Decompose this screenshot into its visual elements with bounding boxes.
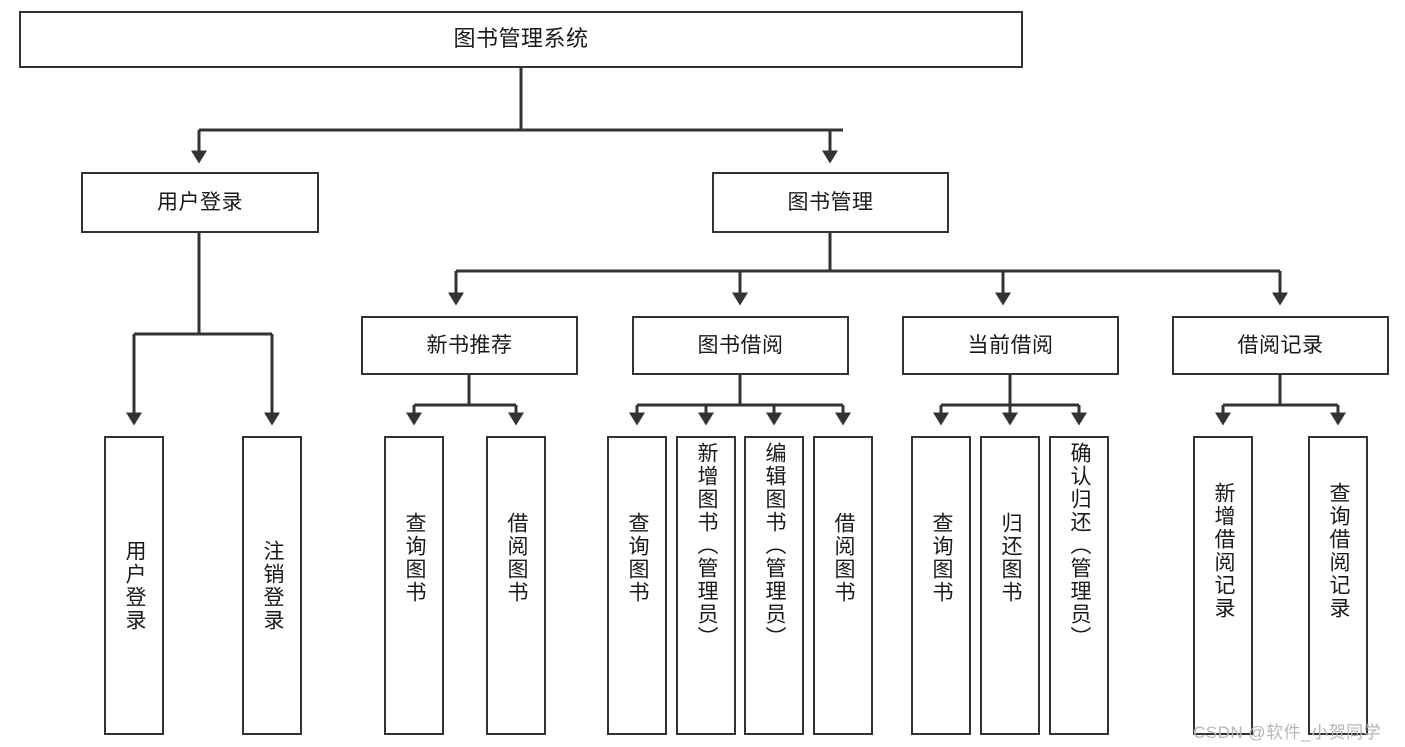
node-label: 用户登录 xyxy=(157,190,243,214)
leaf-new-book-query[interactable]: 查询图书 xyxy=(384,436,444,735)
node-label: 查询图书 xyxy=(403,512,427,604)
node-label: 图书管理 xyxy=(787,190,874,214)
node-root-system[interactable]: 图书管理系统 xyxy=(19,11,1023,68)
node-label: 新增图书（管理员） xyxy=(695,442,719,649)
leaf-borrow-record-add[interactable]: 新增借阅记录 xyxy=(1193,436,1253,735)
node-label: 借阅图书 xyxy=(832,512,856,604)
node-label: 图书管理系统 xyxy=(453,26,589,52)
node-label: 用户登录 xyxy=(123,539,147,632)
leaf-user-login-logout[interactable]: 注销登录 xyxy=(242,436,302,735)
node-borrow-record[interactable]: 借阅记录 xyxy=(1172,316,1389,375)
leaf-new-book-borrow[interactable]: 借阅图书 xyxy=(486,436,546,735)
node-book-borrow[interactable]: 图书借阅 xyxy=(632,316,849,375)
node-label: 查询借阅记录 xyxy=(1327,482,1351,620)
node-user-login[interactable]: 用户登录 xyxy=(81,172,319,233)
node-label: 借阅图书 xyxy=(505,512,529,604)
node-label: 借阅记录 xyxy=(1237,333,1324,357)
node-label: 查询图书 xyxy=(626,512,650,604)
node-new-book-recommend[interactable]: 新书推荐 xyxy=(361,316,578,375)
node-label: 新书推荐 xyxy=(426,333,513,357)
watermark: CSDN @软件_小贺同学 xyxy=(1193,723,1382,742)
node-label: 当前借阅 xyxy=(967,333,1054,357)
leaf-book-borrow-add[interactable]: 新增图书（管理员） xyxy=(676,436,736,735)
node-label: 编辑图书（管理员） xyxy=(763,442,787,649)
node-label: 图书借阅 xyxy=(697,333,784,357)
node-current-borrow[interactable]: 当前借阅 xyxy=(902,316,1119,375)
leaf-book-borrow-edit[interactable]: 编辑图书（管理员） xyxy=(744,436,804,735)
leaf-book-borrow-query[interactable]: 查询图书 xyxy=(607,436,667,735)
leaf-user-login-login[interactable]: 用户登录 xyxy=(104,436,164,735)
node-label: 注销登录 xyxy=(261,539,285,632)
node-book-management[interactable]: 图书管理 xyxy=(712,172,949,233)
leaf-current-borrow-query[interactable]: 查询图书 xyxy=(911,436,971,735)
node-label: 确认归还（管理员） xyxy=(1068,442,1092,649)
node-label: 归还图书 xyxy=(999,512,1023,604)
node-label: 新增借阅记录 xyxy=(1212,482,1236,620)
node-label: 查询图书 xyxy=(930,512,954,604)
leaf-borrow-record-query[interactable]: 查询借阅记录 xyxy=(1308,436,1368,735)
leaf-current-borrow-return[interactable]: 归还图书 xyxy=(980,436,1040,735)
leaf-book-borrow-borrow[interactable]: 借阅图书 xyxy=(813,436,873,735)
leaf-current-borrow-confirm[interactable]: 确认归还（管理员） xyxy=(1049,436,1109,735)
